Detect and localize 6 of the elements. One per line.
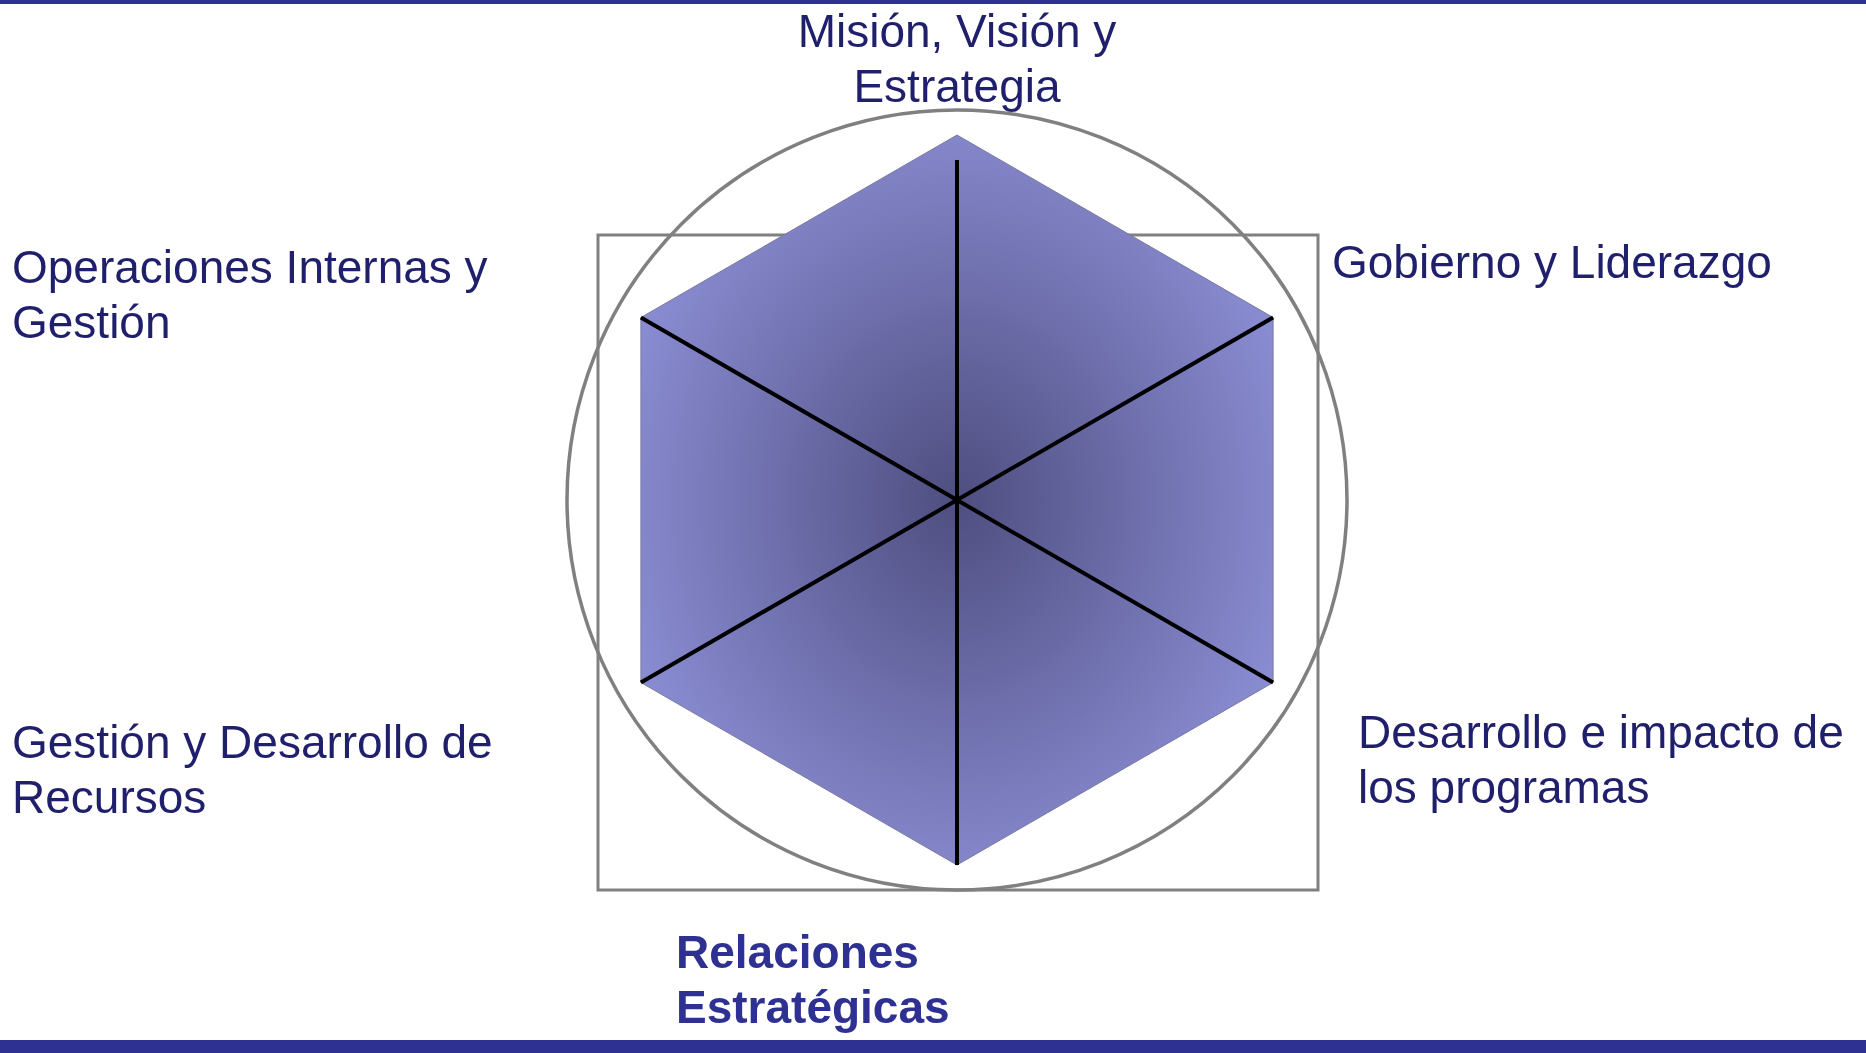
category-label: Misión, Visión y Estrategia: [796, 4, 1118, 115]
category-label: Gestión y Desarrollo de Recursos: [12, 715, 494, 826]
category-label: Gobierno y Liderazgo: [1332, 235, 1773, 290]
category-label: Operaciones Internas y Gestión: [12, 240, 489, 351]
category-label: Relaciones Estratégicas: [676, 925, 951, 1036]
category-label: Desarrollo e impacto de los programas: [1358, 705, 1845, 816]
